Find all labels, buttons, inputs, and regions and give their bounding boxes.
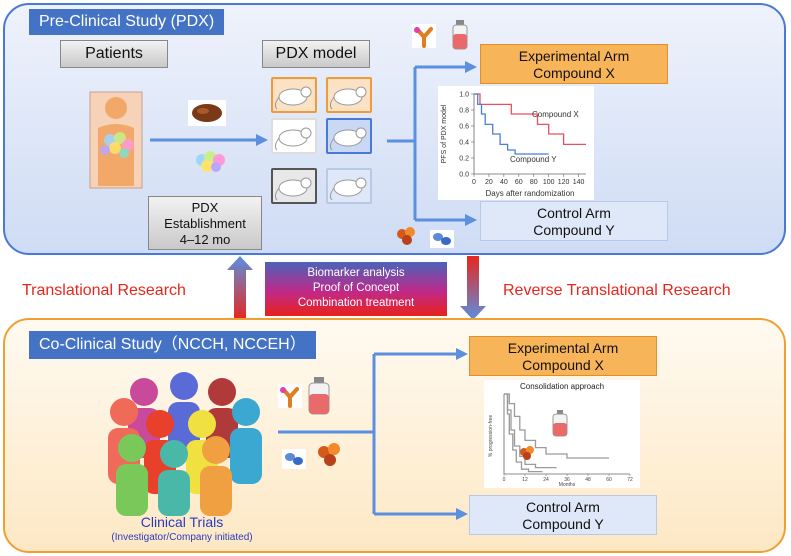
y-tick-label: 0.6 — [459, 124, 469, 131]
pdx-mouse-cell — [271, 77, 317, 113]
coclinical-title: Co-Clinical Study（NCCH, NCCEH） — [29, 331, 316, 359]
reverse-down-arrow — [460, 256, 486, 320]
reverse-translational-label: Reverse Translational Research — [503, 282, 731, 299]
objective-line: Combination treatment — [297, 297, 415, 309]
x-tick-label: 60 — [606, 477, 612, 483]
pdx-mouse-cell — [326, 168, 372, 204]
x-tick-label: 80 — [530, 179, 538, 186]
x-tick-label: 0 — [472, 179, 476, 186]
x-tick-label: 24 — [543, 477, 549, 483]
clinical-trials-subtitle: (Investigator/Company initiated) — [111, 532, 253, 543]
trial-branch-arrows — [278, 348, 468, 520]
cons-chart-title: Consolidation approach — [520, 382, 604, 391]
series-line — [474, 93, 549, 155]
y-tick-label: 0.0 — [459, 172, 469, 179]
cons-ylabel: % progression-free — [488, 415, 494, 457]
arm-compound: Compound Y — [522, 516, 604, 532]
drug-vial-icon — [308, 377, 330, 415]
molecule-icon — [318, 443, 340, 466]
chart-background — [438, 86, 594, 200]
pdx-mouse-cell — [326, 118, 372, 154]
establishment-line: 4–12 mo — [179, 232, 231, 247]
drug-vial-icon — [552, 410, 568, 437]
arm-title: Experimental Arm — [507, 340, 619, 356]
y-tick-label: 0.2 — [459, 156, 469, 163]
research-objectives-box: Biomarker analysis Proof of Concept Comb… — [265, 262, 447, 316]
mouse-icon — [274, 177, 312, 201]
establishment-line: PDX — [191, 200, 219, 215]
arm-compound: Compound X — [522, 357, 604, 373]
objective-line: Proof of Concept — [312, 282, 400, 294]
coclinical-experimental-arm: Experimental Arm Compound X — [469, 336, 657, 376]
y-tick-label: 0.4 — [459, 140, 469, 147]
molecule-icon — [397, 227, 415, 245]
establishment-line: Establishment — [164, 216, 246, 231]
mouse-icon — [329, 127, 367, 151]
x-tick-label: 100 — [543, 179, 555, 186]
preclinical-control-arm: Control Arm Compound Y — [480, 201, 668, 241]
arm-title: Experimental Arm — [518, 48, 630, 64]
tumor-tissue-icon — [188, 100, 226, 126]
pfs-xlabel: Days after randomization — [486, 189, 575, 198]
translational-research-label: Translational Research — [22, 282, 186, 299]
molecule-icon — [430, 230, 454, 248]
series-line — [504, 393, 609, 459]
cons-xlabel: Months — [559, 482, 576, 488]
consolidation-chart: Consolidation approach 0 12 24 36 48 60 72 % p… — [484, 380, 640, 488]
pfs-ylabel: PFS of PDX model — [441, 104, 448, 163]
x-tick-label: 40 — [500, 179, 508, 186]
randomization-branch-arrows — [387, 61, 477, 226]
patients-to-pdx-arrow — [150, 134, 268, 146]
pdx-mouse-cell — [326, 77, 372, 113]
x-tick-label: 20 — [485, 179, 493, 186]
patients-label: Patients — [60, 40, 168, 68]
series-line — [504, 393, 543, 473]
pdx-mouse-cell — [271, 118, 317, 154]
series-line — [474, 93, 586, 146]
antibody-icon — [412, 24, 436, 48]
x-tick-label: 36 — [564, 477, 570, 483]
drug-vial-icon — [452, 20, 468, 50]
pdx-establishment-box: PDX Establishment 4–12 mo — [148, 196, 262, 250]
preclinical-experimental-arm: Experimental Arm Compound X — [480, 44, 668, 84]
x-tick-label: 140 — [573, 179, 585, 186]
x-tick-label: 120 — [558, 179, 570, 186]
arm-compound: Compound Y — [533, 222, 615, 238]
pdx-mouse-cell — [271, 168, 317, 204]
arm-compound: Compound X — [533, 65, 615, 81]
arm-title: Control Arm — [537, 205, 611, 221]
mouse-icon — [329, 86, 367, 110]
objective-line: Biomarker analysis — [307, 267, 405, 279]
x-tick-label: 60 — [515, 179, 523, 186]
antibody-icon — [278, 384, 302, 408]
x-tick-label: 48 — [585, 477, 591, 483]
x-tick-label: 0 — [503, 477, 506, 483]
x-tick-label: 72 — [627, 477, 633, 483]
arm-title: Control Arm — [526, 499, 600, 515]
tumor-cells-icon — [196, 151, 225, 172]
x-tick-label: 12 — [522, 477, 528, 483]
crowd-icon — [108, 372, 262, 516]
mouse-icon — [274, 86, 312, 110]
mouse-icon — [329, 177, 367, 201]
pfs-series-x-label: Compound X — [532, 110, 579, 119]
person-icon — [89, 91, 143, 189]
y-tick-label: 0.8 — [459, 108, 469, 115]
translational-up-arrow — [227, 256, 253, 320]
molecule-icon — [282, 449, 306, 469]
pfs-series-y-label: Compound Y — [510, 155, 557, 164]
y-tick-label: 1.0 — [459, 92, 469, 99]
coclinical-control-arm: Control Arm Compound Y — [469, 495, 657, 535]
molecule-icon — [520, 446, 534, 460]
mouse-icon — [274, 127, 312, 151]
clinical-trials-label: Clinical Trials — [140, 514, 224, 530]
preclinical-title: Pre-Clinical Study (PDX) — [29, 9, 225, 35]
pdx-model-label: PDX model — [262, 40, 370, 68]
